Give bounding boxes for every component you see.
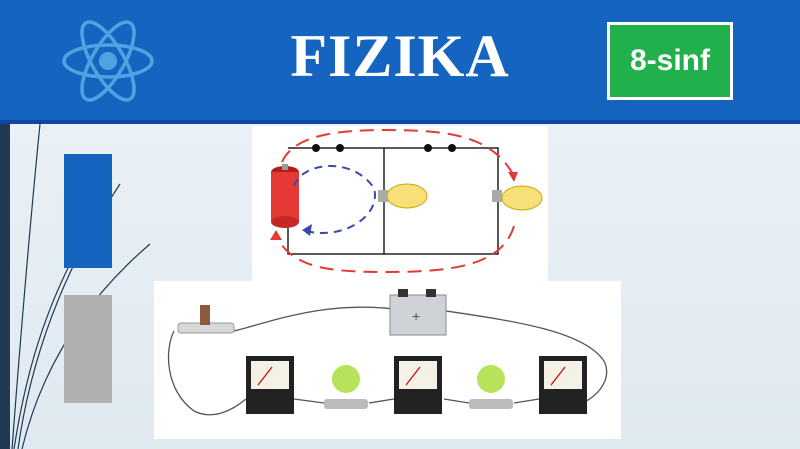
battery-box-icon: + — [389, 289, 447, 336]
meter-icon — [394, 356, 442, 414]
grade-badge: 8-sinf — [607, 22, 733, 100]
atom-icon — [62, 20, 154, 102]
meter-icon — [539, 356, 587, 414]
header-divider — [0, 120, 800, 124]
bulb-icon — [324, 365, 368, 409]
switch-icon — [177, 305, 235, 334]
series-circuit-photo: + — [154, 281, 621, 439]
bulb-icon — [492, 185, 543, 211]
meter-icon — [246, 356, 294, 414]
parallel-circuit-diagram — [252, 126, 548, 281]
svg-text:+: + — [412, 308, 420, 324]
decor-gray-block — [64, 295, 112, 403]
bulb-icon — [378, 183, 428, 209]
battery-icon — [271, 164, 299, 228]
decor-blue-block — [64, 154, 112, 268]
page-title: FIZIKA — [290, 23, 510, 89]
bulb-icon — [469, 365, 513, 409]
header-bar: FIZIKA 8-sinf — [0, 0, 800, 120]
